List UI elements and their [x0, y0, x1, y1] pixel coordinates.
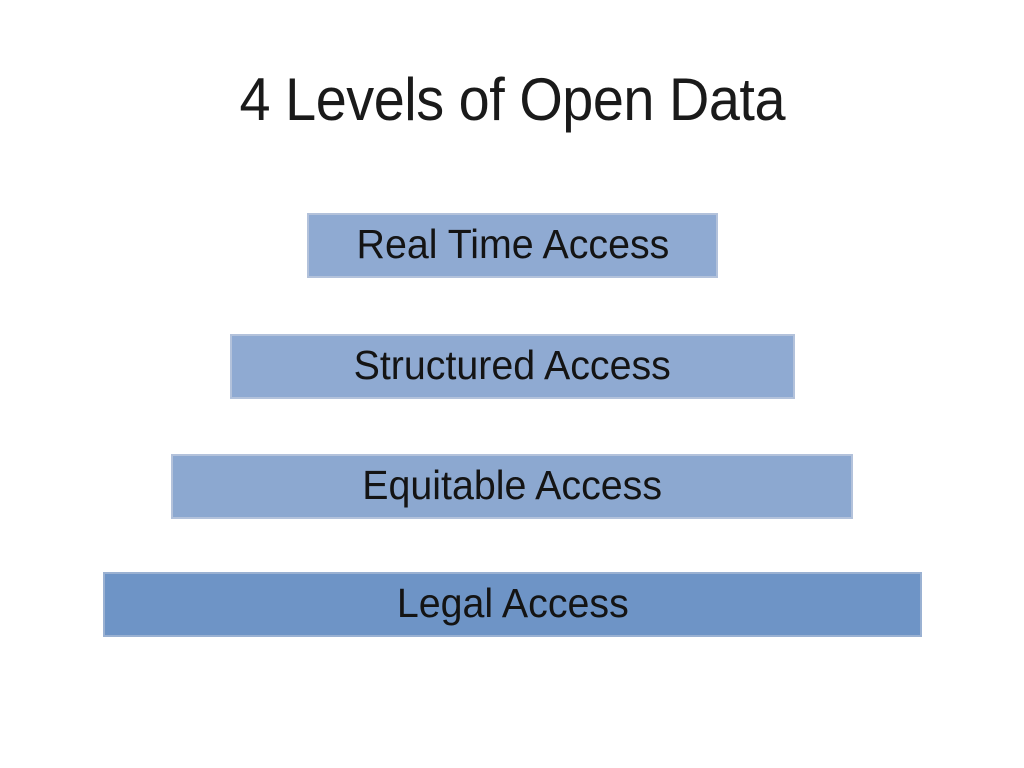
slide-title-text: 4 Levels of Open Data	[239, 66, 785, 133]
level-label: Equitable Access	[362, 462, 662, 508]
level-bar-equitable-access: Equitable Access	[171, 454, 853, 519]
level-bar-real-time-access: Real Time Access	[307, 213, 718, 278]
slide-title: 4 Levels of Open Data	[0, 68, 1024, 131]
level-label: Real Time Access	[356, 221, 669, 267]
level-label: Legal Access	[396, 580, 629, 626]
level-bar-legal-access: Legal Access	[103, 572, 922, 637]
level-bar-structured-access: Structured Access	[230, 334, 795, 399]
level-label: Structured Access	[353, 342, 672, 388]
